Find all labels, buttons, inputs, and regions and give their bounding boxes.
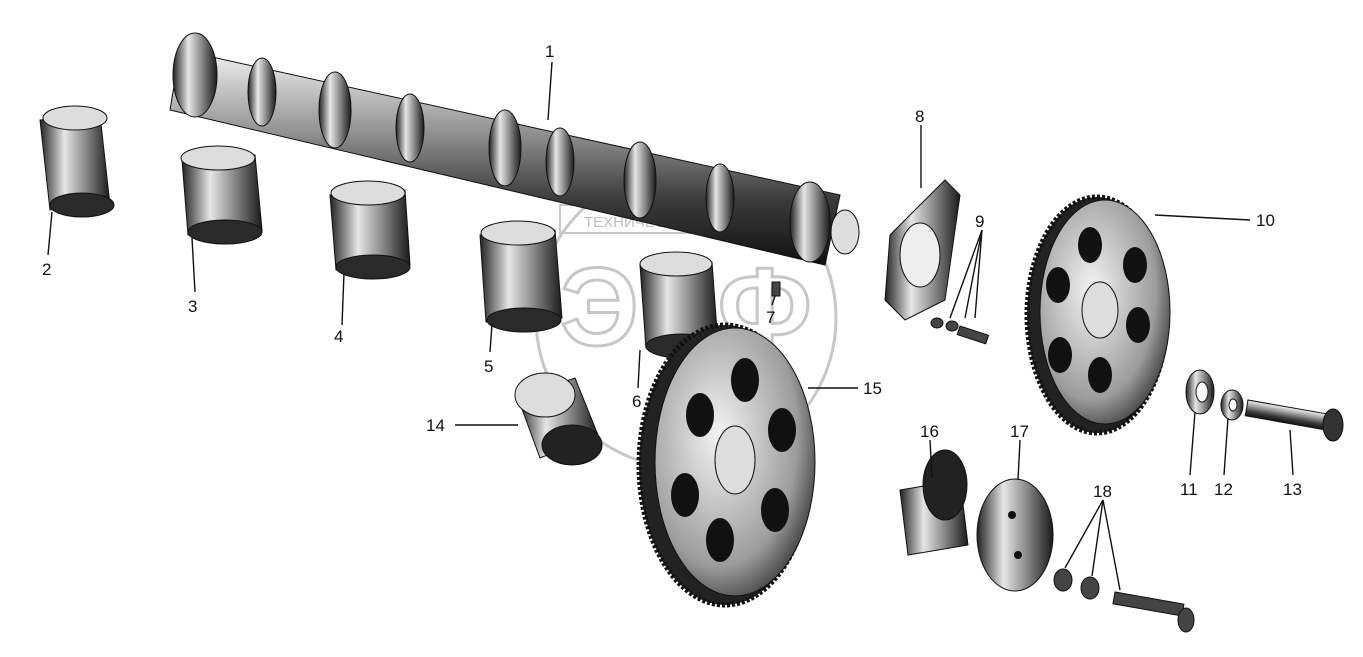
bushing-5 [479,220,563,333]
bushing-16 [899,449,969,556]
label-8: 8 [915,107,924,126]
label-4: 4 [334,327,343,346]
bushing-2 [39,105,115,218]
label-15: 15 [863,379,882,398]
camshaft [169,32,860,266]
label-12: 12 [1214,480,1233,499]
label-9: 9 [975,212,984,231]
label-16: 16 [920,422,939,441]
part-labels: 1 2 3 4 5 6 7 8 9 10 11 12 13 14 15 16 1… [42,42,1302,501]
fasteners-18 [1053,568,1195,633]
label-5: 5 [484,357,493,376]
label-2: 2 [42,260,51,279]
flange-17 [976,478,1054,592]
washer-12 [1220,389,1244,421]
gear-10 [1024,194,1171,436]
label-14: 14 [426,416,445,435]
label-6: 6 [632,392,641,411]
thrust-plate-8 [884,179,961,321]
label-11: 11 [1180,480,1198,499]
label-10: 10 [1256,211,1275,230]
bushing-3 [180,145,263,245]
label-13: 13 [1283,480,1302,499]
gear-15 [636,322,816,608]
label-3: 3 [188,297,197,316]
bolts-9 [930,317,990,345]
label-7: 7 [766,308,775,327]
label-18: 18 [1093,482,1112,501]
leader-lines [47,61,1294,591]
label-1: 1 [545,42,554,61]
washer-11 [1185,369,1215,415]
label-17: 17 [1010,422,1029,441]
bolt-13 [1244,399,1344,442]
bushing-4 [329,180,411,280]
gear-hub-14 [514,372,603,466]
key-7 [771,281,781,297]
